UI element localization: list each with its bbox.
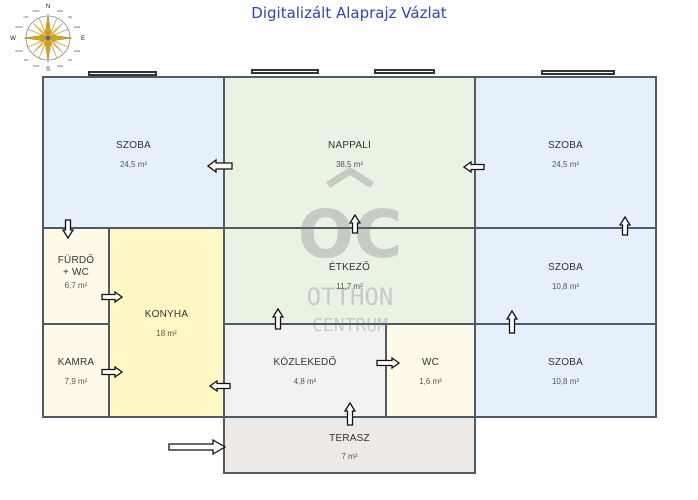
arrow-left-icon bbox=[463, 161, 485, 173]
room-name: KONYHA bbox=[144, 309, 189, 320]
arrow-right-icon bbox=[101, 366, 123, 378]
room-wc: WC 1,6 m² bbox=[385, 323, 476, 418]
window-marker bbox=[374, 69, 435, 74]
compass-minor-label: WNW bbox=[15, 25, 23, 29]
room-area: 6,7 m² bbox=[64, 281, 88, 290]
room-szoba-mid-right: SZOBA 10,8 m² bbox=[474, 227, 657, 325]
room-name: SZOBA bbox=[548, 357, 583, 368]
compass-minor-label: SE bbox=[68, 58, 72, 62]
arrow-up-icon bbox=[344, 402, 356, 426]
room-etkezo: ÉTKEZŐ 11,7 m² bbox=[223, 227, 476, 325]
compass-rose-icon: N S E W NNE NE ENE ESE SE SSE SSW SW WSW… bbox=[10, 4, 85, 72]
room-area: 7 m² bbox=[341, 452, 358, 461]
room-kozlekedo: KÖZLEKEDŐ 4,8 m² bbox=[223, 323, 387, 418]
room-area: 7,9 m² bbox=[64, 377, 88, 386]
window-marker bbox=[251, 69, 319, 74]
compass-minor-label: NNW bbox=[32, 9, 39, 13]
compass-minor-label: SW bbox=[24, 58, 29, 62]
room-szoba-left: SZOBA 24,5 m² bbox=[42, 76, 225, 229]
compass-minor-label: ENE bbox=[74, 25, 80, 29]
arrow-right-icon bbox=[376, 357, 400, 369]
room-area: 1,6 m² bbox=[419, 377, 442, 386]
window-marker bbox=[88, 71, 157, 76]
compass-minor-label: ESE bbox=[74, 49, 80, 53]
room-name: + WC bbox=[62, 267, 90, 278]
room-name: KÖZLEKEDŐ bbox=[273, 357, 337, 368]
arrow-up-icon bbox=[619, 216, 631, 236]
room-name: NAPPALI bbox=[328, 140, 371, 151]
compass-south-label: S bbox=[46, 67, 50, 72]
room-konyha: KONYHA 18 m² bbox=[108, 227, 225, 418]
compass-minor-label: NW bbox=[24, 15, 29, 19]
window-marker bbox=[541, 70, 615, 75]
arrow-left-icon bbox=[207, 159, 233, 173]
compass-minor-label: NE bbox=[68, 15, 72, 19]
arrow-right-icon bbox=[101, 291, 123, 303]
room-name: SZOBA bbox=[548, 262, 583, 273]
compass-east-label: E bbox=[81, 36, 85, 42]
room-name: KAMRA bbox=[57, 357, 95, 368]
room-name: SZOBA bbox=[116, 140, 151, 151]
room-area: 4,8 m² bbox=[293, 377, 317, 386]
room-name: TERASZ bbox=[329, 433, 370, 444]
room-area: 24,5 m² bbox=[551, 160, 580, 169]
arrow-up-icon bbox=[272, 308, 284, 330]
compass-minor-label: NNE bbox=[57, 9, 63, 13]
compass-minor-label: SSE bbox=[57, 64, 63, 68]
compass-west-label: W bbox=[10, 36, 16, 42]
room-area: 24,5 m² bbox=[119, 160, 148, 169]
room-nappali: NAPPALI 38,5 m² bbox=[223, 76, 476, 229]
room-terasz: TERASZ 7 m² bbox=[223, 416, 476, 474]
entrance-arrow-right-icon bbox=[168, 439, 226, 455]
compass-north-label: N bbox=[46, 4, 50, 10]
page-title: Digitalizált Alaprajz Vázlat bbox=[251, 4, 447, 22]
room-kamra: KAMRA 7,9 m² bbox=[42, 323, 110, 418]
room-name: WC bbox=[421, 357, 440, 368]
compass-minor-label: SSW bbox=[33, 64, 40, 68]
arrow-down-icon bbox=[62, 219, 74, 239]
room-name: FÜRDŐ bbox=[57, 255, 95, 266]
arrow-up-icon bbox=[506, 310, 518, 334]
room-szoba-bottom-right: SZOBA 10,8 m² bbox=[474, 323, 657, 418]
compass-minor-label: WSW bbox=[15, 49, 23, 53]
room-area: 10,8 m² bbox=[551, 377, 580, 386]
room-area: 18 m² bbox=[156, 329, 177, 338]
room-area: 11,7 m² bbox=[336, 282, 363, 291]
room-szoba-right: SZOBA 24,5 m² bbox=[474, 76, 657, 229]
room-name: ÉTKEZŐ bbox=[328, 262, 371, 273]
room-furdo-wc: FÜRDŐ + WC 6,7 m² bbox=[42, 227, 110, 325]
room-area: 10,8 m² bbox=[551, 282, 580, 291]
room-name: SZOBA bbox=[548, 140, 583, 151]
arrow-up-icon bbox=[349, 214, 361, 234]
room-area: 38,5 m² bbox=[335, 160, 364, 169]
arrow-left-icon bbox=[209, 380, 231, 392]
